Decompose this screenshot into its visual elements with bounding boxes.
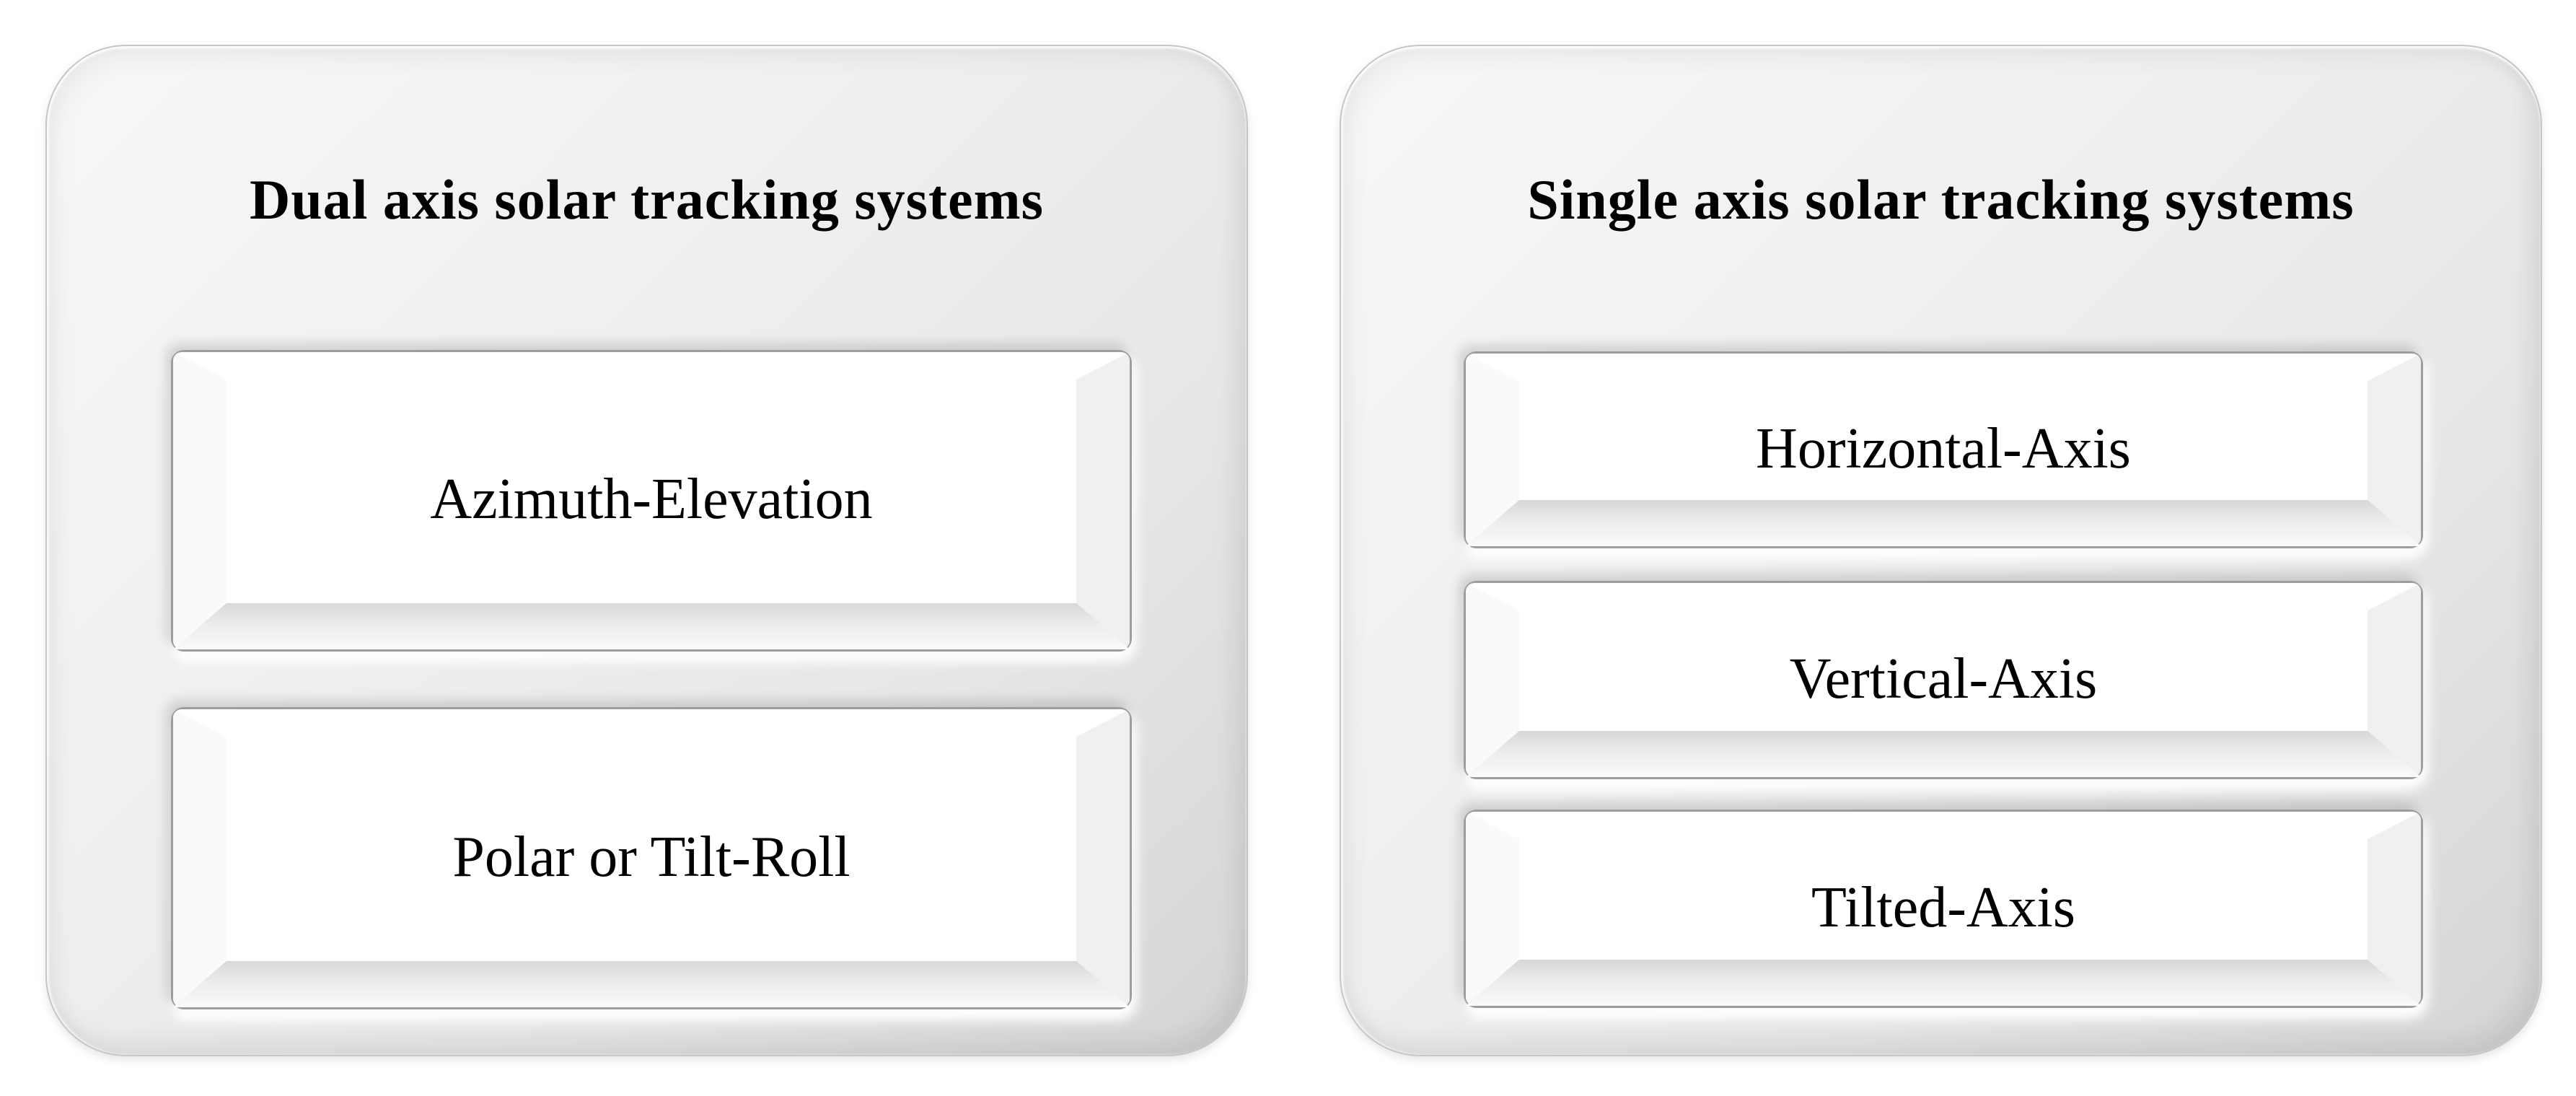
panel-dual-axis: Dual axis solar tracking systems Azimuth… bbox=[45, 45, 1248, 1056]
node-tilted-axis: Tilted-Axis bbox=[1464, 810, 2423, 1008]
bevel-bottom-shade bbox=[173, 961, 1130, 1007]
node-azimuth-elevation: Azimuth-Elevation bbox=[171, 350, 1132, 652]
bevel-bottom-shade bbox=[173, 603, 1130, 649]
node-label-vertical-axis: Vertical-Axis bbox=[1789, 646, 2098, 711]
bevel-bottom-shade bbox=[1466, 960, 2421, 1006]
node-label-tilted-axis: Tilted-Axis bbox=[1811, 875, 2075, 939]
panel-single-axis: Single axis solar tracking systems Horiz… bbox=[1340, 45, 2542, 1056]
bevel-bottom-shade bbox=[1466, 731, 2421, 777]
node-label-horizontal-axis: Horizontal-Axis bbox=[1756, 416, 2131, 481]
node-vertical-axis: Vertical-Axis bbox=[1464, 581, 2423, 779]
panel-title-single-axis: Single axis solar tracking systems bbox=[1527, 168, 2355, 231]
panel-title-dual-axis: Dual axis solar tracking systems bbox=[250, 168, 1044, 231]
bevel-bottom-shade bbox=[1466, 500, 2421, 546]
node-horizontal-axis: Horizontal-Axis bbox=[1464, 351, 2423, 548]
node-label-azimuth-elevation: Azimuth-Elevation bbox=[430, 468, 873, 531]
node-label-polar-or-tilt-roll: Polar or Tilt-Roll bbox=[452, 825, 850, 889]
node-polar-or-tilt-roll: Polar or Tilt-Roll bbox=[171, 707, 1132, 1009]
